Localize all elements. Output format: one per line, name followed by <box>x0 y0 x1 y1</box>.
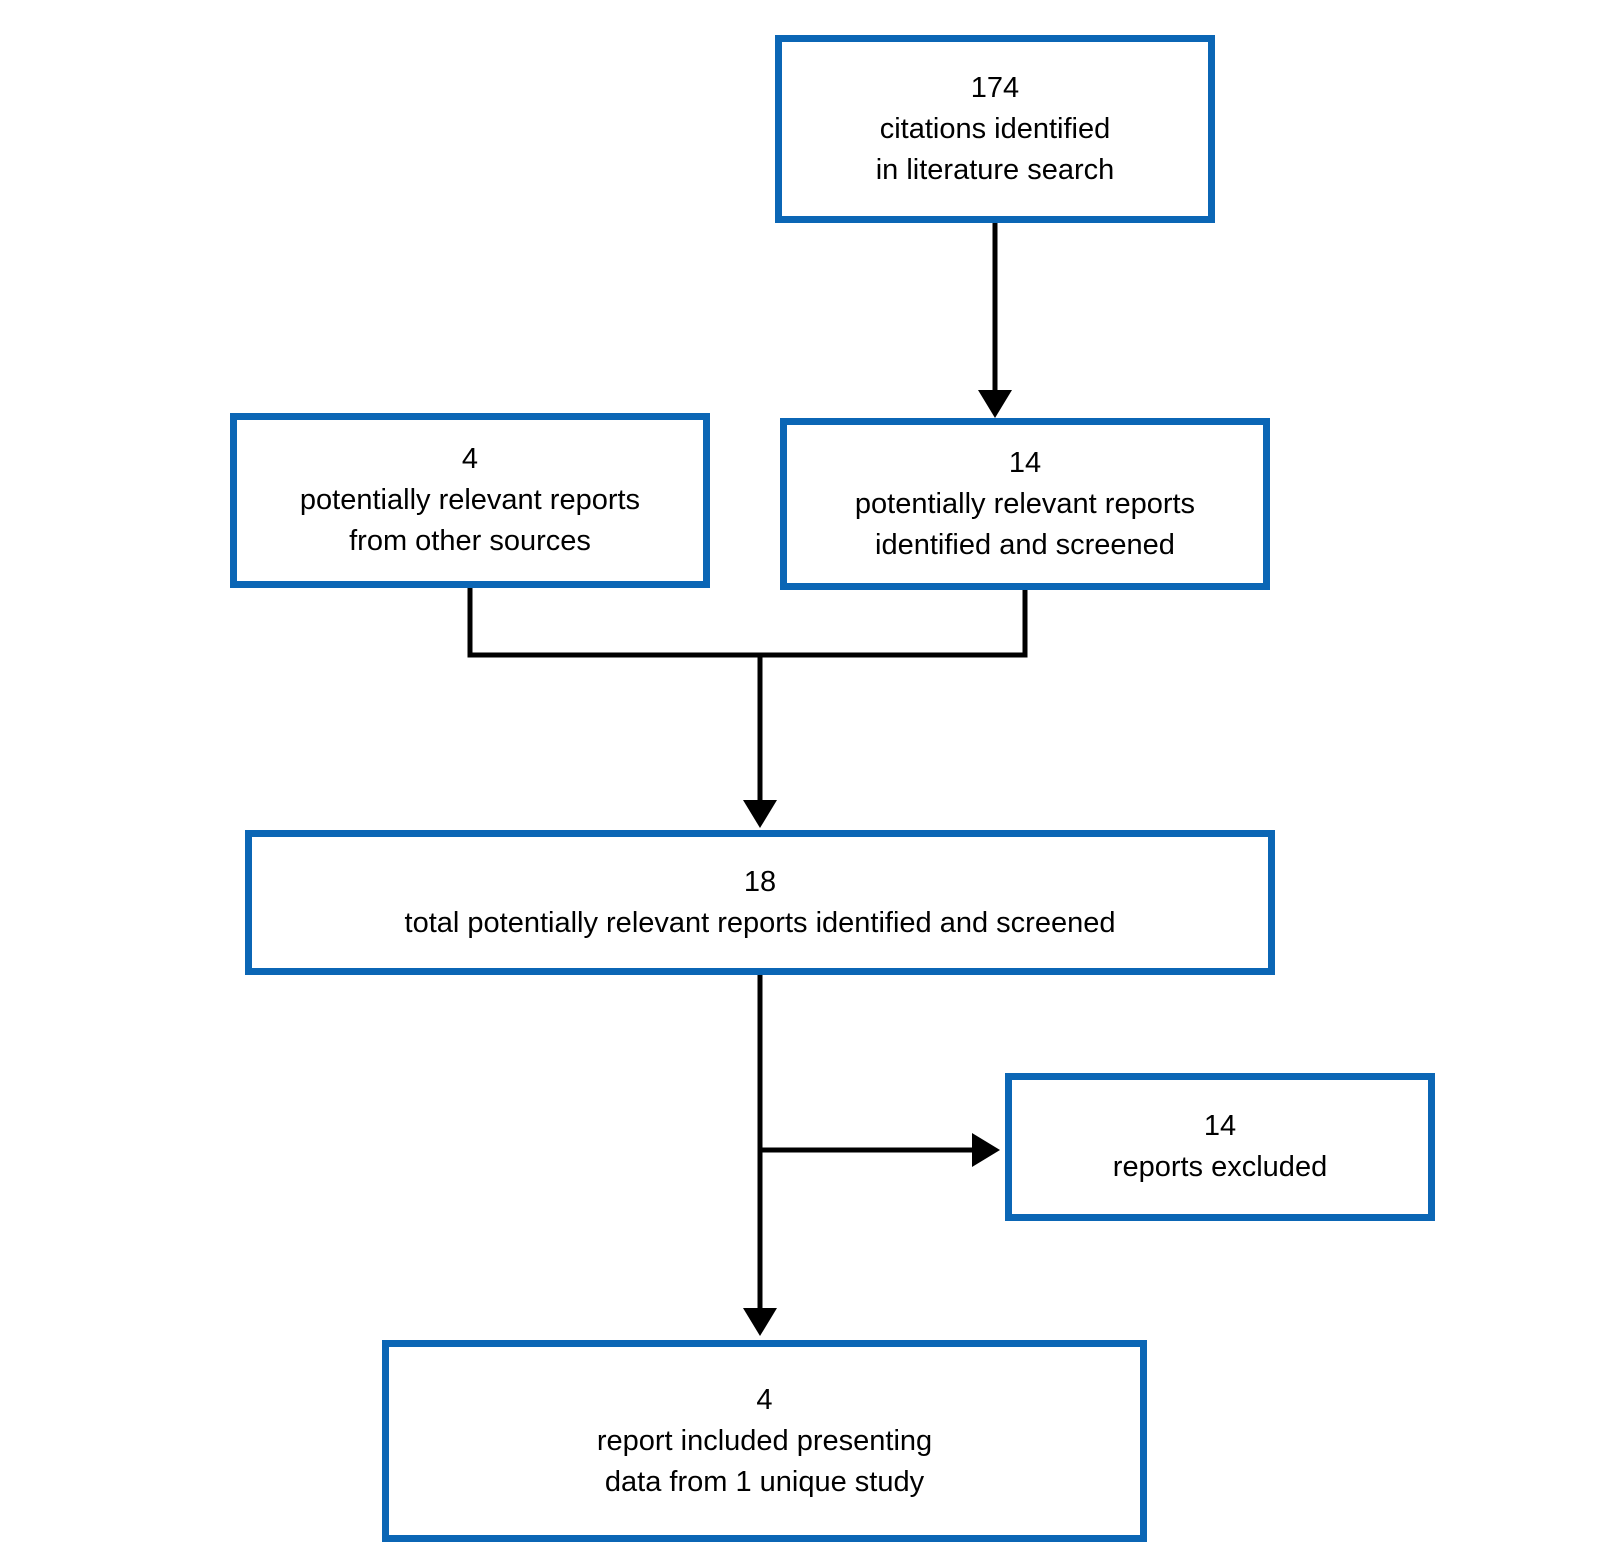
node-count: 14 <box>1008 446 1042 479</box>
node-report-included: 4 report included presenting data from 1… <box>382 1340 1147 1542</box>
node-total-screened: 18 total potentially relevant reports id… <box>245 830 1275 975</box>
node-label: potentially relevant reports identified … <box>854 487 1196 561</box>
node-other-sources: 4 potentially relevant reports from othe… <box>230 413 710 588</box>
node-label: potentially relevant reports from other … <box>299 484 641 557</box>
node-count: 174 <box>970 71 1020 104</box>
arrowhead-down-icon <box>743 1308 777 1336</box>
node-reports-excluded: 14 reports excluded <box>1005 1073 1435 1221</box>
connector-merge <box>467 588 1028 658</box>
node-citations-identified: 174 citations identified in literature s… <box>775 35 1215 223</box>
node-label: citations identified in literature searc… <box>875 112 1115 186</box>
arrowhead-down-icon <box>743 800 777 828</box>
node-count: 4 <box>461 443 479 475</box>
node-identified-screened: 14 potentially relevant reports identifi… <box>780 418 1270 590</box>
node-label: reports excluded <box>1112 1151 1328 1183</box>
node-label: report included presenting data from 1 u… <box>596 1424 933 1498</box>
node-count: 14 <box>1203 1110 1237 1142</box>
node-label: total potentially relevant reports ident… <box>404 906 1116 939</box>
arrowhead-down-icon <box>978 390 1012 418</box>
node-count: 4 <box>756 1383 773 1416</box>
node-count: 18 <box>743 865 777 898</box>
arrowhead-right-icon <box>972 1133 1000 1167</box>
